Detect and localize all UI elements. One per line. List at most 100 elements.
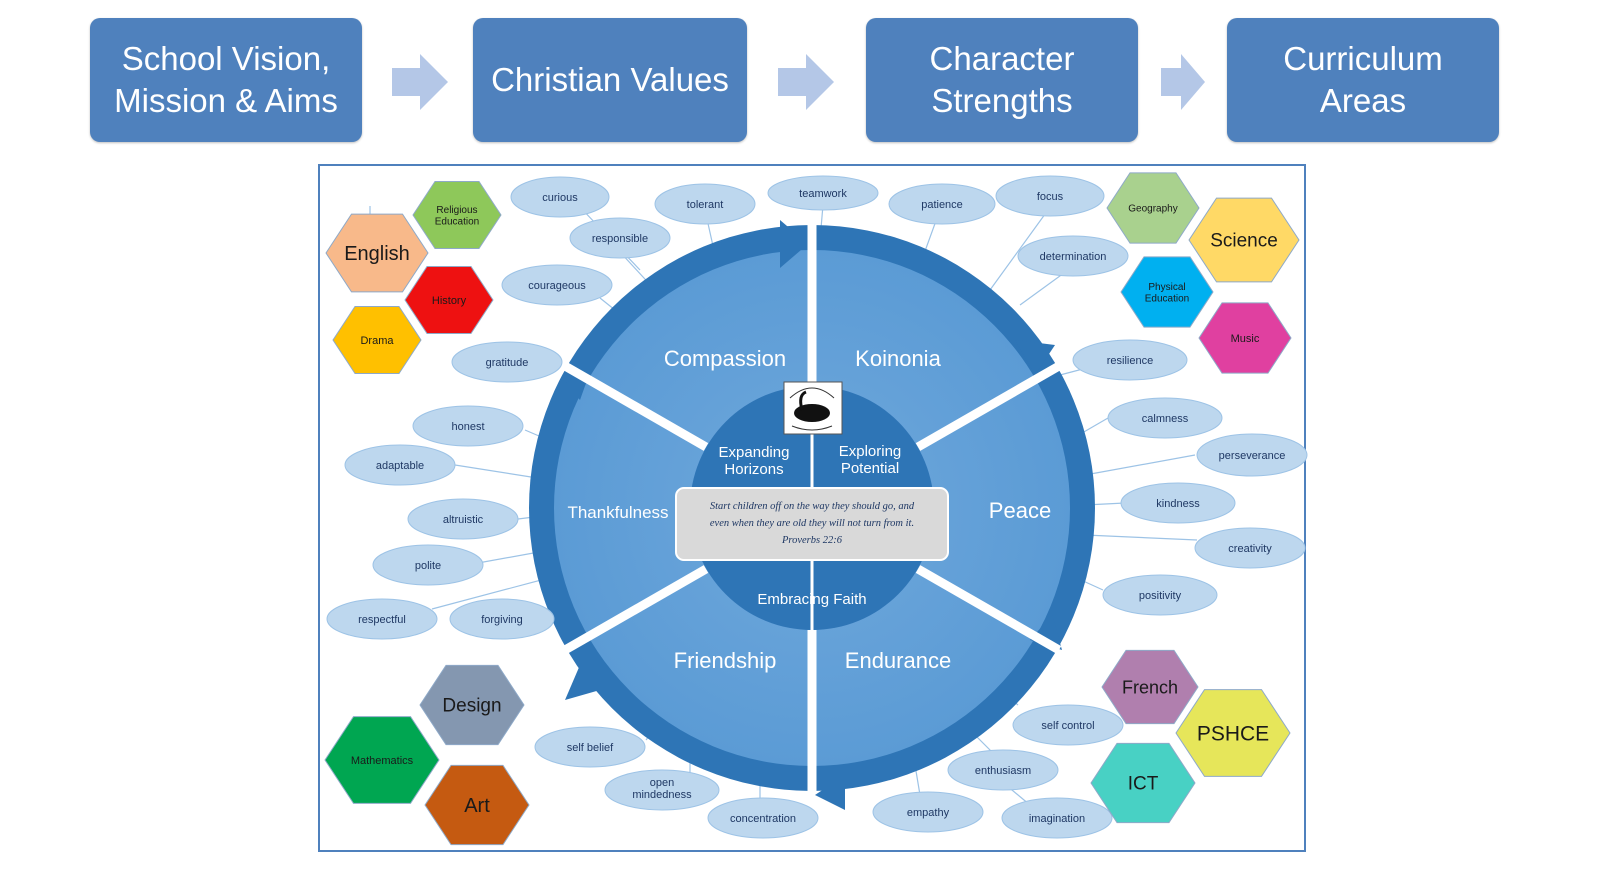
strength-bubble: focus — [995, 175, 1105, 217]
value-thankfulness: Thankfulness — [567, 503, 668, 522]
strength-bubble: responsible — [569, 217, 671, 259]
subject-label: History — [432, 295, 467, 307]
svg-text:honest: honest — [451, 421, 484, 433]
subject-hexagon-pshce: PSHCE — [1175, 689, 1291, 777]
svg-text:respectful: respectful — [358, 614, 406, 626]
svg-text:self belief: self belief — [567, 742, 614, 754]
svg-text:tolerant: tolerant — [687, 199, 724, 211]
strength-bubble: courageous — [501, 264, 613, 306]
strength-bubble: tolerant — [654, 183, 756, 225]
value-compassion: Compassion — [664, 346, 786, 371]
flow-step-label: Character Strengths — [929, 40, 1075, 119]
svg-text:polite: polite — [415, 560, 441, 572]
flow-step-label: Christian Values — [491, 61, 729, 98]
svg-text:imagination: imagination — [1029, 813, 1085, 825]
strength-bubble: teamwork — [767, 175, 879, 211]
strength-bubble: honest — [412, 405, 524, 447]
strength-bubble: calmness — [1107, 397, 1223, 439]
svg-text:altruistic: altruistic — [443, 514, 484, 526]
strength-bubble: respectful — [326, 598, 438, 640]
strength-bubbles: curious tolerant teamwork patience focus… — [326, 175, 1308, 839]
svg-text:concentration: concentration — [730, 813, 796, 825]
strength-bubble: altruistic — [407, 498, 519, 540]
verse-box — [675, 487, 949, 561]
strength-bubble: determination — [1017, 235, 1129, 277]
strength-bubble: creativity — [1194, 527, 1306, 569]
subject-hexagon-art: Art — [424, 764, 530, 846]
subject-hexagon-design: Design — [419, 664, 525, 746]
svg-text:perseverance: perseverance — [1219, 450, 1286, 462]
subject-hexagon-drama: Drama — [332, 306, 422, 374]
svg-text:empathy: empathy — [907, 807, 950, 819]
strength-bubble: concentration — [707, 797, 819, 839]
verse-text: Start children off on the way they shoul… — [710, 501, 915, 546]
flow-step-values: Christian Values — [473, 18, 747, 142]
strength-bubble: self belief — [534, 726, 646, 768]
flow-step-label: Curriculum Areas — [1283, 40, 1443, 119]
svg-text:patience: patience — [921, 199, 963, 211]
svg-text:focus: focus — [1037, 191, 1064, 203]
subject-label: Music — [1231, 333, 1260, 345]
value-koinonia: Koinonia — [855, 346, 941, 371]
centre-embracing-faith: Embracing Faith — [757, 591, 866, 608]
svg-text:self control: self control — [1041, 720, 1094, 732]
subject-label: Geography — [1128, 204, 1177, 215]
subject-label: PSHCE — [1197, 722, 1269, 745]
subject-hexagon-english: English — [325, 213, 429, 293]
subject-label: Mathematics — [351, 755, 414, 767]
svg-text:gratitude: gratitude — [486, 357, 529, 369]
svg-text:creativity: creativity — [1228, 543, 1272, 555]
subject-hexagon-ict: ICT — [1090, 742, 1196, 824]
svg-text:kindness: kindness — [1156, 498, 1200, 510]
subject-hexagon-mathematics: Mathematics — [324, 716, 440, 804]
strength-bubble: enthusiasm — [947, 749, 1059, 791]
subject-hexagon-geography: Geography — [1106, 172, 1200, 244]
strength-bubble: positivity — [1102, 574, 1218, 616]
svg-text:determination: determination — [1040, 251, 1107, 263]
strength-bubble: imagination — [1001, 797, 1113, 839]
svg-text:calmness: calmness — [1142, 413, 1189, 425]
strength-bubble: forgiving — [449, 598, 555, 640]
subject-hexagon-french: French — [1101, 649, 1199, 725]
value-peace: Peace — [989, 498, 1051, 523]
svg-text:responsible: responsible — [592, 233, 648, 245]
subject-label: Science — [1210, 231, 1278, 252]
flow-step-curriculum: Curriculum Areas — [1227, 18, 1499, 142]
diagram-frame — [318, 164, 1306, 852]
svg-text:resilience: resilience — [1107, 355, 1153, 367]
strength-bubble: patience — [888, 183, 996, 225]
value-endurance: Endurance — [845, 648, 951, 673]
svg-text:adaptable: adaptable — [376, 460, 424, 472]
flow-arrow-icon — [1161, 54, 1205, 110]
svg-text:positivity: positivity — [1139, 590, 1182, 602]
svg-text:courageous: courageous — [528, 280, 586, 292]
flow-arrow-icon — [392, 54, 448, 110]
subject-label: Art — [464, 795, 490, 817]
strength-bubble: adaptable — [344, 444, 456, 486]
strength-bubble: self control — [1012, 704, 1124, 746]
strength-bubble: empathy — [872, 791, 984, 833]
strength-bubble: resilience — [1072, 339, 1188, 381]
value-friendship: Friendship — [674, 648, 777, 673]
wheel-separators — [562, 223, 1062, 793]
subject-label: Drama — [360, 335, 394, 347]
school-logo — [783, 381, 843, 435]
subject-label: Design — [442, 696, 501, 717]
svg-text:curious: curious — [542, 192, 578, 204]
subject-label: English — [344, 243, 410, 265]
subject-hexagon-music: Music — [1198, 302, 1292, 374]
strength-bubble: kindness — [1120, 482, 1236, 524]
strength-bubble: gratitude — [451, 341, 563, 383]
subject-label: French — [1122, 677, 1178, 697]
subject-hexagon-history: History — [404, 266, 494, 334]
